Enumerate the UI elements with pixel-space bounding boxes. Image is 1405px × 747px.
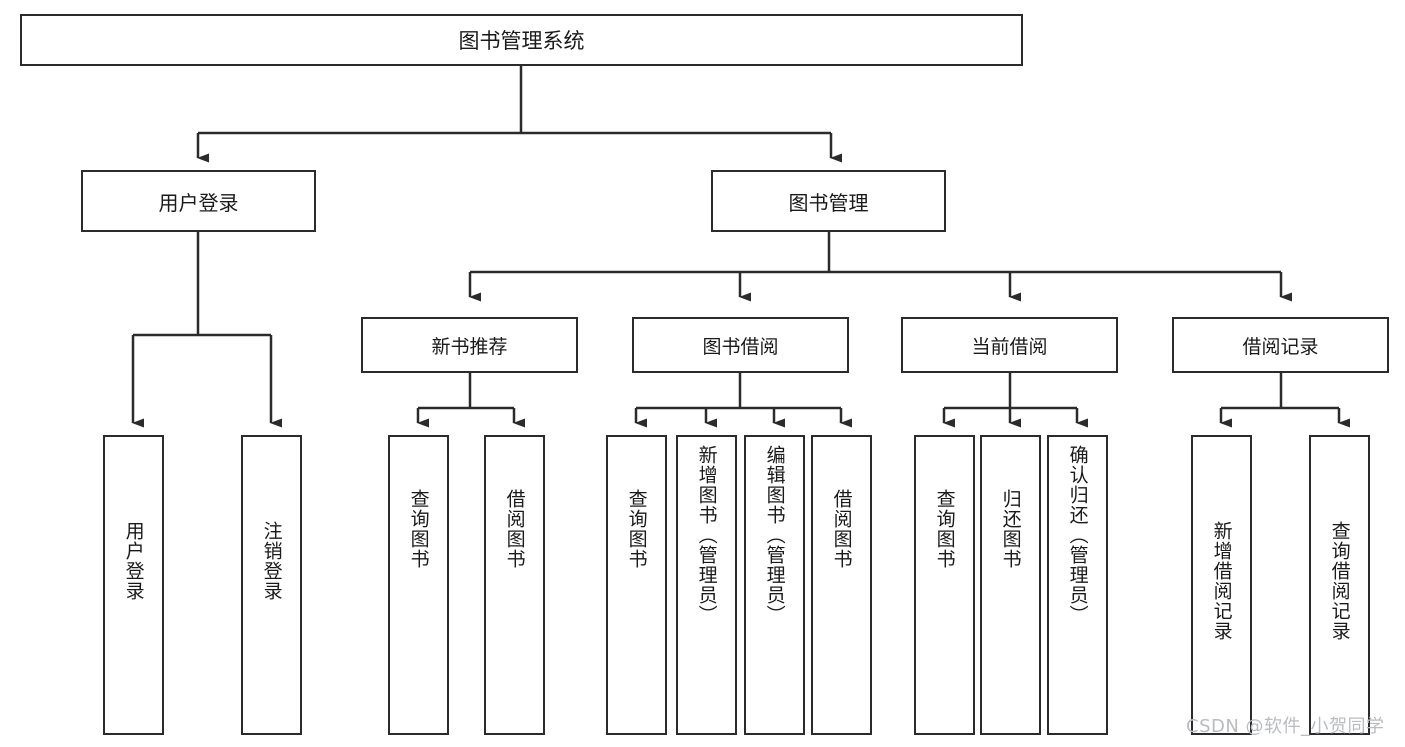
node-current-borrow[interactable]: 当前借阅 (901, 317, 1118, 373)
leaf-add-borrow-record-label: 新增借阅记录 (1210, 521, 1233, 641)
node-book-management[interactable]: 图书管理 (711, 170, 946, 232)
leaf-return-book-label: 归还图书 (999, 489, 1022, 569)
node-current-borrow-label: 当前借阅 (971, 335, 1048, 358)
leaf-query-book-current[interactable]: 查询图书 (914, 435, 975, 735)
leaf-confirm-return-admin[interactable]: 确认归还（管理员） (1047, 435, 1108, 735)
leaf-add-book-admin-label: 新增图书（管理员） (695, 445, 718, 625)
watermark: CSDN @软件_小贺同学 (1186, 716, 1385, 737)
leaf-borrow-book-recommend[interactable]: 借阅图书 (484, 435, 545, 735)
leaf-borrow-book-recommend-label: 借阅图书 (503, 489, 526, 569)
leaf-user-login-label: 用户登录 (122, 521, 145, 601)
leaf-edit-book-admin[interactable]: 编辑图书（管理员） (744, 435, 805, 735)
leaf-query-book-recommend-label: 查询图书 (407, 489, 430, 569)
leaf-add-borrow-record[interactable]: 新增借阅记录 (1191, 435, 1252, 735)
node-borrow-record-label: 借阅记录 (1242, 335, 1319, 358)
leaf-query-book-borrow[interactable]: 查询图书 (606, 435, 667, 735)
node-user-login-label: 用户登录 (158, 190, 239, 215)
leaf-query-book-current-label: 查询图书 (933, 489, 956, 569)
leaf-query-book-recommend[interactable]: 查询图书 (388, 435, 449, 735)
leaf-logout-label: 注销登录 (260, 521, 283, 601)
leaf-return-book[interactable]: 归还图书 (980, 435, 1041, 735)
node-borrow-record[interactable]: 借阅记录 (1172, 317, 1389, 373)
leaf-query-borrow-record[interactable]: 查询借阅记录 (1309, 435, 1370, 735)
node-book-borrow-label: 图书借阅 (702, 335, 779, 358)
leaf-query-book-borrow-label: 查询图书 (625, 489, 648, 569)
leaf-logout[interactable]: 注销登录 (241, 435, 302, 735)
node-user-login[interactable]: 用户登录 (81, 170, 316, 232)
leaf-borrow-book-label: 借阅图书 (830, 489, 853, 569)
node-root[interactable]: 图书管理系统 (20, 14, 1023, 66)
leaf-add-book-admin[interactable]: 新增图书（管理员） (676, 435, 737, 735)
node-book-borrow[interactable]: 图书借阅 (632, 317, 849, 373)
node-root-label: 图书管理系统 (458, 29, 585, 53)
leaf-edit-book-admin-label: 编辑图书（管理员） (763, 445, 786, 625)
node-new-book-recommend-label: 新书推荐 (431, 335, 508, 358)
leaf-confirm-return-admin-label: 确认归还（管理员） (1066, 445, 1089, 625)
leaf-borrow-book[interactable]: 借阅图书 (811, 435, 872, 735)
leaf-query-borrow-record-label: 查询借阅记录 (1328, 521, 1351, 641)
node-book-management-label: 图书管理 (788, 190, 869, 215)
node-new-book-recommend[interactable]: 新书推荐 (361, 317, 578, 373)
leaf-user-login[interactable]: 用户登录 (103, 435, 164, 735)
